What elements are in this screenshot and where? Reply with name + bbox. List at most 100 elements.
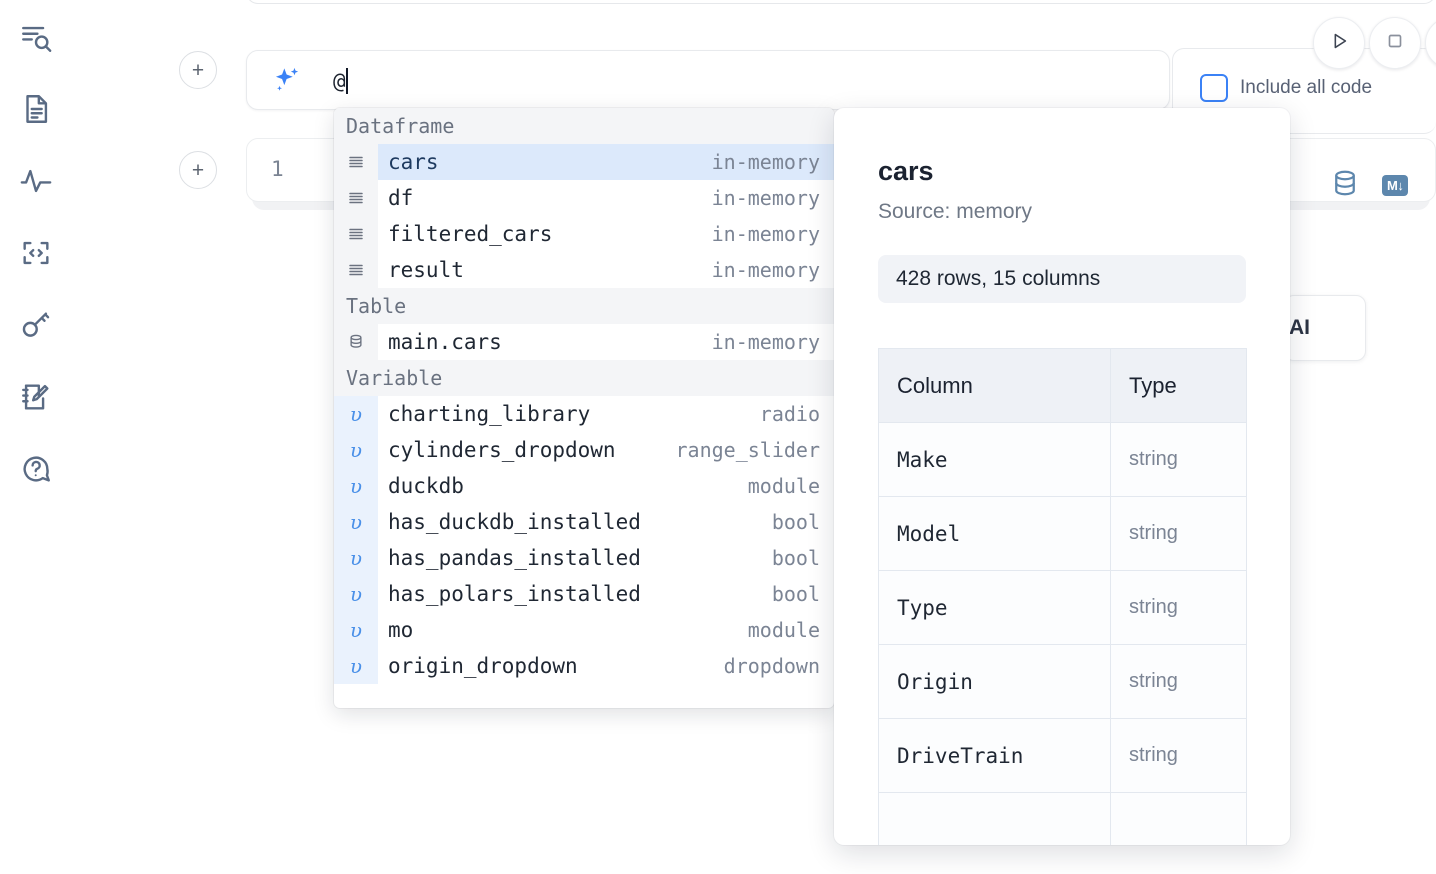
autocomplete-item-name: df	[388, 186, 414, 210]
autocomplete-item-type: in-memory	[711, 150, 820, 174]
database-icon[interactable]	[1330, 168, 1360, 203]
autocomplete-item-type: in-memory	[711, 222, 820, 246]
autocomplete-item-name: charting_library	[388, 402, 591, 426]
autocomplete-item-name: has_duckdb_installed	[388, 510, 641, 534]
sidebar-item-outline[interactable]	[14, 16, 58, 60]
dataframe-icon	[334, 144, 378, 180]
header-column: Column	[878, 348, 1111, 423]
include-all-code-label: Include all code	[1240, 77, 1373, 98]
ai-feature-card-label: AI	[1289, 316, 1310, 339]
dataframe-icon	[334, 252, 378, 288]
help-chat-icon	[19, 452, 53, 486]
autocomplete-item-name: duckdb	[388, 474, 464, 498]
ai-prompt-cell[interactable]: @	[246, 50, 1170, 110]
autocomplete-item-type: in-memory	[711, 186, 820, 210]
cell-above	[246, 0, 1436, 4]
variable-icon: υ	[334, 648, 378, 684]
cell-column-type	[1110, 792, 1247, 845]
cell-column-name: Origin	[878, 644, 1111, 719]
autocomplete-item-type: in-memory	[711, 258, 820, 282]
ai-feature-card[interactable]: AI	[1284, 295, 1366, 361]
include-all-code-row[interactable]: Include all code	[1200, 74, 1372, 102]
autocomplete-item-name: result	[388, 258, 464, 282]
autocomplete-item-type: range_slider	[675, 438, 821, 462]
sidebar-item-secrets[interactable]	[14, 303, 58, 347]
autocomplete-item-name: has_polars_installed	[388, 582, 641, 606]
autocomplete-item-type: in-memory	[711, 330, 820, 354]
sidebar-item-scratchpad[interactable]	[14, 375, 58, 419]
cell-column-type: string	[1110, 570, 1247, 645]
text-caret	[346, 68, 349, 94]
sidebar-item-notebook[interactable]	[14, 87, 58, 131]
preview-shape-badge: 428 rows, 15 columns	[878, 255, 1246, 303]
autocomplete-item-type: bool	[771, 546, 820, 570]
cell-column-name: DriveTrain	[878, 718, 1111, 793]
ai-prompt-input[interactable]: @	[333, 63, 1133, 99]
autocomplete-group-header: Table	[334, 288, 834, 324]
add-cell-button-top[interactable]: +	[179, 51, 217, 89]
scratchpad-edit-icon	[19, 380, 53, 414]
variable-icon: υ	[334, 504, 378, 540]
dataframe-icon	[334, 216, 378, 252]
variable-icon: υ	[334, 576, 378, 612]
autocomplete-group-header: Dataframe	[334, 108, 834, 144]
ai-prompt-value: @	[333, 69, 346, 93]
code-snippet-icon	[19, 236, 53, 270]
sidebar-item-snippets[interactable]	[14, 231, 58, 275]
table-row-partial	[878, 792, 1247, 845]
variable-icon: υ	[334, 540, 378, 576]
autocomplete-item-name: has_pandas_installed	[388, 546, 641, 570]
activity-pulse-icon	[19, 164, 53, 198]
sidebar-item-activity[interactable]	[14, 159, 58, 203]
key-icon	[19, 308, 53, 342]
table-icon	[334, 324, 378, 360]
variable-icon: υ	[334, 468, 378, 504]
autocomplete-item-type: module	[747, 474, 820, 498]
stop-button[interactable]	[1369, 17, 1421, 69]
variable-icon: υ	[334, 396, 378, 432]
autocomplete-item[interactable]: df in-memory	[334, 180, 834, 216]
sidebar-item-help[interactable]	[14, 447, 58, 491]
line-number: 1	[271, 157, 284, 181]
include-all-code-checkbox[interactable]	[1200, 74, 1228, 102]
markdown-icon[interactable]: M↓	[1382, 175, 1409, 196]
cell-column-name	[878, 792, 1111, 845]
add-cell-button-bottom[interactable]: +	[179, 151, 217, 189]
outline-search-icon	[19, 21, 53, 55]
cell-column-name: Model	[878, 496, 1111, 571]
autocomplete-item[interactable]: result in-memory	[334, 252, 834, 288]
sidebar-rail	[0, 0, 72, 874]
dataframe-icon	[334, 180, 378, 216]
variable-icon: υ	[334, 612, 378, 648]
plus-icon: +	[191, 158, 205, 182]
autocomplete-item-type: radio	[759, 402, 820, 426]
cell-column-type: string	[1110, 644, 1247, 719]
autocomplete-item[interactable]: υ cylinders_dropdown range_slider	[334, 432, 834, 468]
run-button[interactable]	[1313, 17, 1365, 69]
preview-source: Source: memory	[878, 200, 1033, 223]
cell-action-icons: M↓	[1330, 168, 1409, 203]
preview-title: cars	[878, 156, 934, 186]
table-header-row: Column Type	[878, 348, 1247, 423]
variable-icon: υ	[334, 432, 378, 468]
stop-icon	[1384, 30, 1406, 57]
autocomplete-item-name: cylinders_dropdown	[388, 438, 616, 462]
autocomplete-item[interactable]: υ has_pandas_installed bool	[334, 540, 834, 576]
cell-column-type: string	[1110, 422, 1247, 497]
markdown-letter: M	[1387, 178, 1398, 193]
autocomplete-item[interactable]: υ charting_library radio	[334, 396, 834, 432]
